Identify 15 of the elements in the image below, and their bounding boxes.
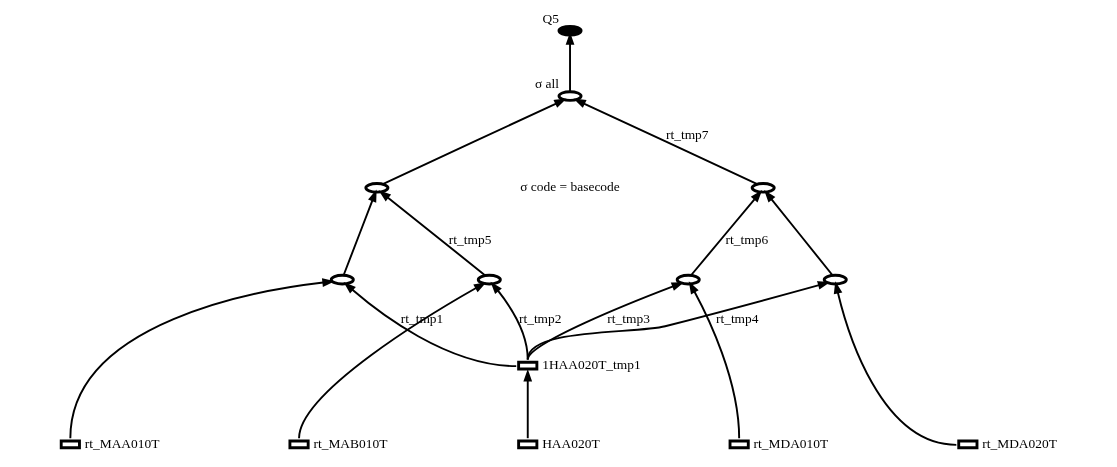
label: σ code = basecode (520, 179, 620, 195)
edge-label: rt_tmp4 (715, 310, 759, 326)
node-label: rt_MAB010T (313, 435, 388, 451)
edge-label: rt_tmp5 (448, 231, 492, 247)
edge-label: rt_tmp6 (725, 231, 769, 247)
node-label: Q5 (542, 10, 560, 26)
edge-label: rt_tmp7 (665, 127, 709, 143)
edge-label: rt_tmp3 (607, 310, 650, 326)
node-label: HAA020T (542, 435, 600, 451)
edge-label: rt_tmp2 (518, 310, 562, 326)
node-label: rt_MDA020T (982, 435, 1057, 451)
node-label: rt_MDA010T (753, 435, 829, 451)
node-label: rt_MAA010T (84, 435, 160, 451)
node-label: σ all (534, 76, 559, 92)
node-label: 1HAA020T_tmp1 (542, 357, 641, 373)
